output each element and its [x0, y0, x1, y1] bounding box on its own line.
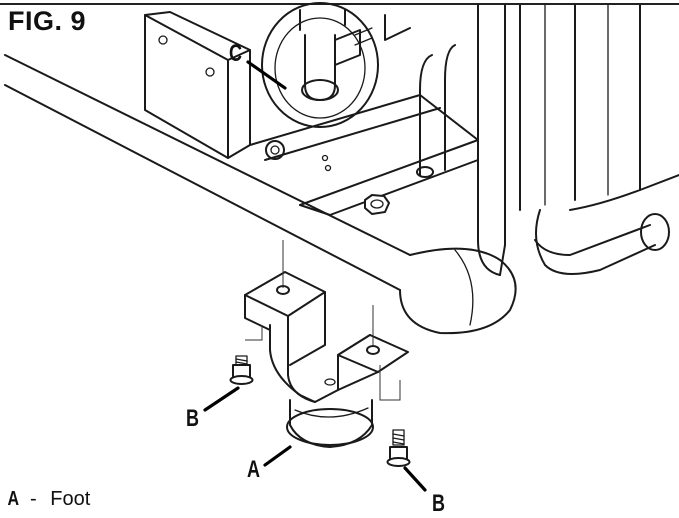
legend-label: Foot — [50, 488, 91, 510]
callout-b-left: B — [186, 405, 200, 432]
alignment-lines — [245, 240, 401, 401]
legend: A - Foot — [6, 488, 90, 511]
back-frame-tube — [419, 4, 670, 276]
bolt-left — [229, 355, 254, 385]
base-channel — [249, 94, 479, 216]
figure-title: FIG. 9 — [8, 6, 87, 36]
bolt-right — [386, 429, 411, 467]
legend-separator: - — [30, 488, 37, 510]
tank-body — [519, 4, 679, 211]
rubber-foot — [286, 399, 374, 448]
callout-a: A — [247, 456, 261, 483]
foot-bracket — [244, 271, 409, 403]
frame-rail — [4, 54, 517, 335]
leader-c — [246, 60, 287, 90]
leader-b-left — [203, 386, 240, 412]
leader-b-right — [403, 466, 427, 492]
callout-b-right: B — [432, 490, 446, 517]
callout-c: C — [229, 40, 243, 67]
top-rule — [0, 3, 679, 5]
leader-a — [263, 445, 292, 467]
engine-bracket — [144, 11, 251, 159]
legend-key: A — [7, 488, 20, 510]
flywheel-assembly — [261, 2, 411, 128]
